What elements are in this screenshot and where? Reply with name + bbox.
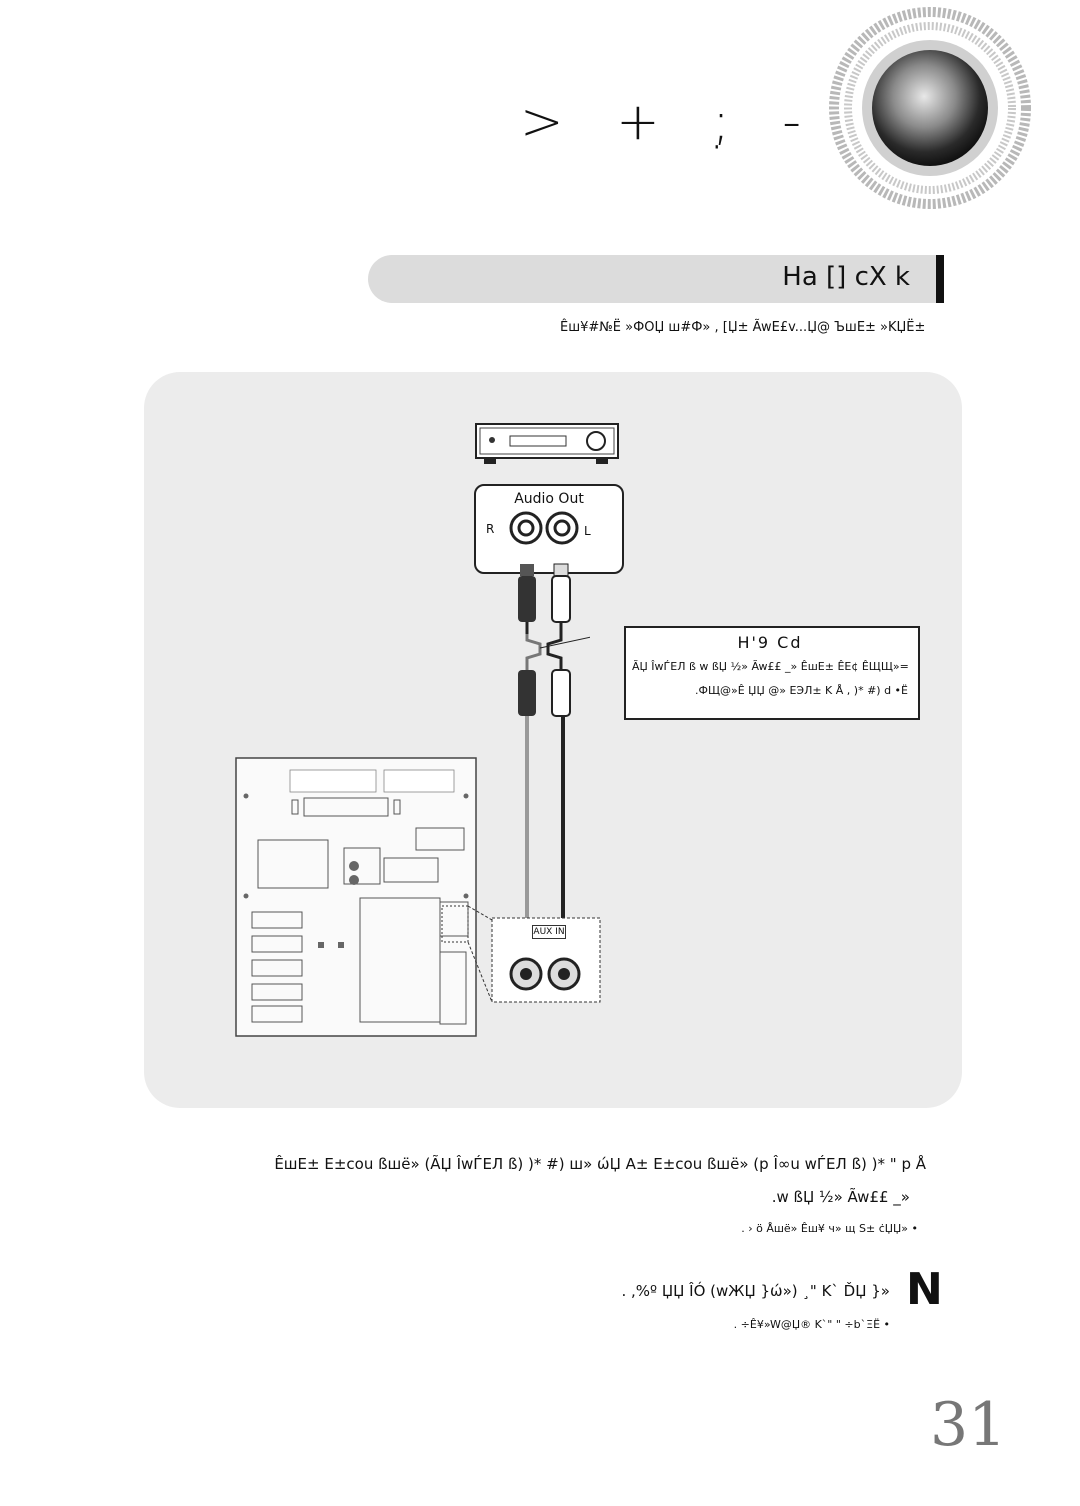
audio-out-label: Audio Out	[514, 491, 584, 507]
page-title: > + ;̣ -	[520, 92, 820, 152]
callout-line-2: .ФЩ@»Ê ЏЏ @» ЕЭЛ± K Å , )* #) d •Ё	[695, 684, 908, 697]
speaker-logo-graphic	[829, 7, 1031, 209]
note-text: . ,%º ЏЏ ÎÓ (wЖЏ }ώ») ¸" K` ĎЏ }»	[621, 1282, 890, 1300]
external-device-icon	[475, 423, 619, 464]
instruction-line-2: .w ßЏ ½» Ãw££ _»	[771, 1188, 910, 1206]
audio-out-jacks-icon	[509, 511, 579, 545]
instruction-bullet: . › ö Åшё» Êш¥ ч» щ Ѕ± ċЏЏ» •	[741, 1222, 918, 1235]
callout-line-1: ÃЏ ÎwЃЕЛ ß w ßЏ ½» Ãw££ _» ÊшЕ± ÊЕ¢ ÊЩЩ»…	[632, 660, 909, 673]
section-title: Hа [] cX k	[782, 262, 910, 292]
audio-out-left-label: L	[584, 524, 591, 538]
aux-in-zoom-icon	[441, 905, 601, 1003]
section-subtitle: Êш¥#№Ё »ФОЏ ш#Ф» , [Џ± ÃwЕ£v...Џ@ ЪшЕ± »…	[560, 320, 926, 335]
callout-title: H'9 Cd	[737, 633, 803, 652]
note-icon: N	[906, 1264, 943, 1315]
cable-callout-box	[624, 626, 920, 720]
aux-in-label: AUX IN	[532, 925, 566, 939]
section-header-accent	[936, 255, 944, 303]
note-bullet: . ÷Ê¥»W@Џ® K`" " ÷b`ΞЁ •	[733, 1318, 890, 1331]
section-header-bar	[368, 255, 940, 303]
instruction-line-1: ÊшЕ± Е±соu ßшё» (ÃЏ ÎwЃЕЛ ß) )* #) ш» ώЏ…	[274, 1155, 926, 1173]
audio-out-right-label: R	[486, 522, 495, 536]
main-unit-rear-panel-icon	[235, 757, 477, 1037]
page-number: 31	[930, 1390, 1007, 1460]
